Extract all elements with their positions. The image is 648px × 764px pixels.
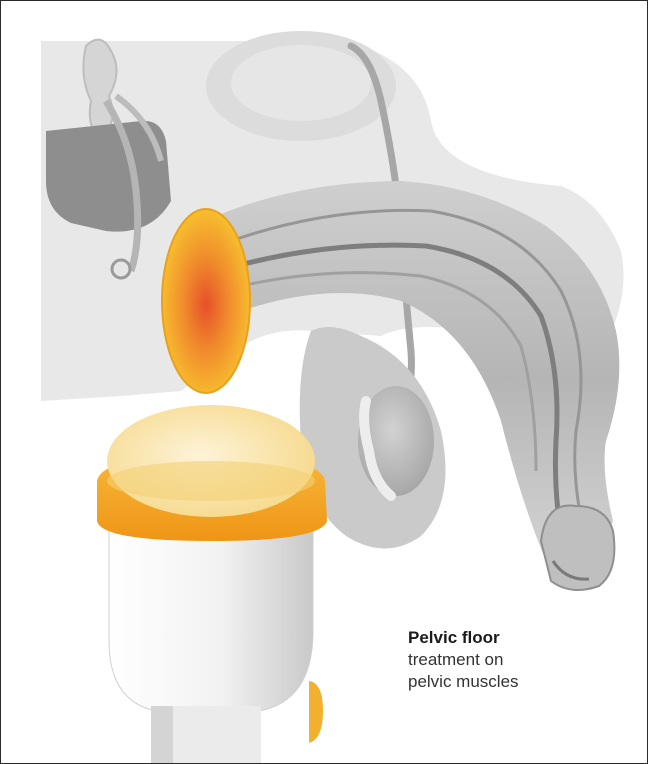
heat-zone [162, 209, 250, 393]
applicator-side-button [309, 681, 323, 743]
caption-line-1: treatment on [408, 649, 628, 671]
caption-title: Pelvic floor [408, 627, 628, 649]
treatment-applicator [97, 405, 327, 763]
caption-line-2: pelvic muscles [408, 671, 628, 693]
caption: Pelvic floor treatment on pelvic muscles [408, 627, 628, 693]
small-gland [112, 260, 130, 278]
